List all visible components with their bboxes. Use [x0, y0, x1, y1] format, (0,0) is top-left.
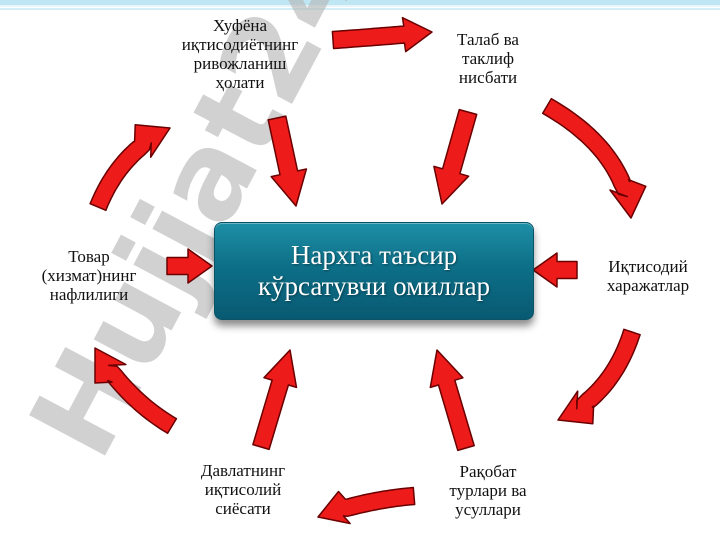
- factor-usefulness: Товар (хизмат)нинг нафлилиги: [41, 247, 137, 304]
- header-stripes: [0, 0, 720, 14]
- factor-supply-demand: Талаб ва таклиф нисбати: [457, 30, 519, 87]
- arrow-cycle-top-icon: [331, 16, 433, 53]
- factor-shadow-economy: Хуфёна иқтисодиётнинг ривожланиш ҳолати: [181, 16, 299, 92]
- arrow-in-top-right-icon: [433, 108, 478, 205]
- arrow-in-left-icon: [166, 248, 213, 284]
- arrow-cycle-bottom-icon: [317, 486, 416, 525]
- center-title: Нархга таъсир кўрсатувчи омиллар: [257, 240, 491, 301]
- factor-economic-costs: Иқтисодий харажатлар: [606, 257, 690, 295]
- factor-state-policy: Давлатнинг иқтисолий сиёсати: [200, 461, 286, 518]
- arrow-in-bottom-left-icon: [252, 349, 298, 451]
- arrow-cycle-right-top-icon: [541, 97, 647, 219]
- arrow-in-bottom-right-icon: [429, 349, 475, 452]
- arrow-cycle-left-top-icon: [89, 124, 171, 212]
- center-box: Нархга таъсир кўрсатувчи омиллар: [214, 222, 534, 320]
- arrow-in-right-icon: [532, 252, 578, 288]
- arrow-in-top-icon: [267, 115, 308, 207]
- factor-competition: Рақобат турлари ва усуллари: [449, 462, 527, 519]
- arrow-cycle-right-bottom-icon: [557, 328, 641, 425]
- arrow-cycle-left-bottom-icon: [94, 347, 178, 435]
